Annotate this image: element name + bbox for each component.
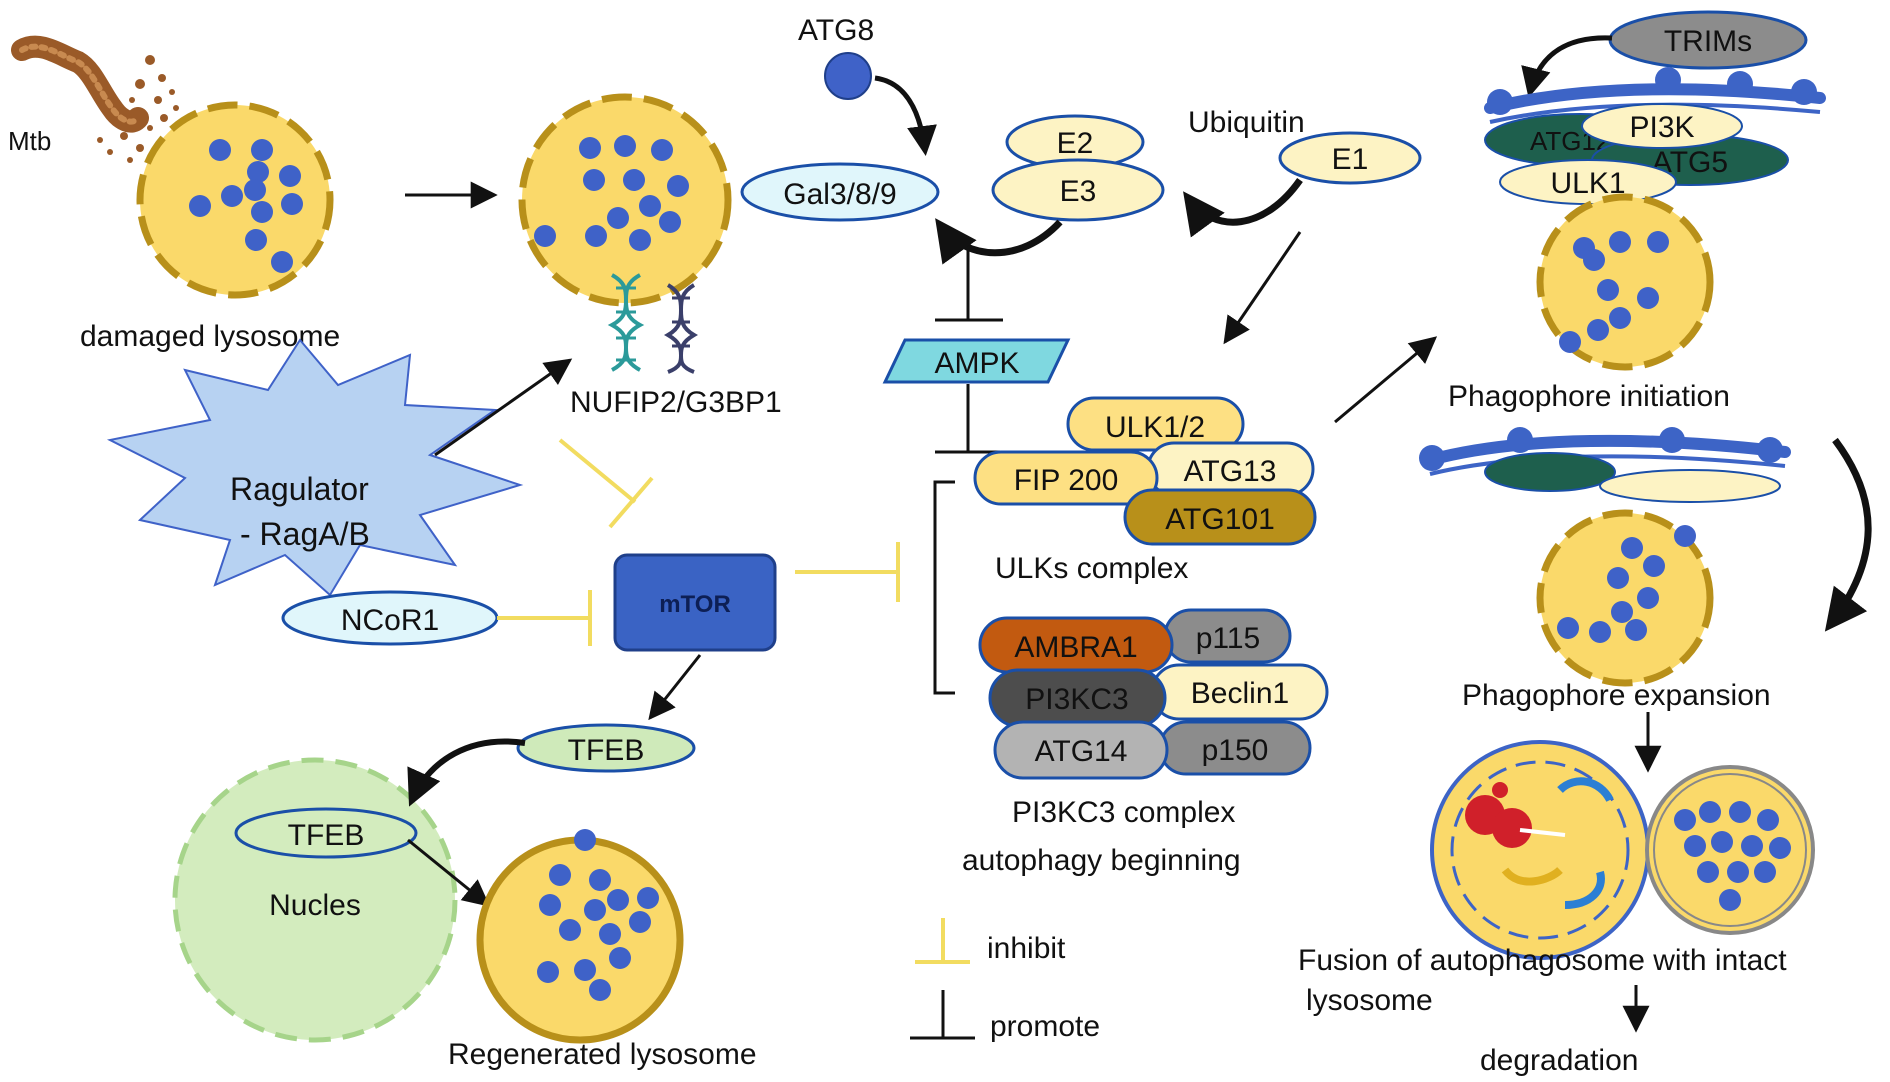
arrow-ulk-to-phagophore bbox=[1334, 336, 1438, 424]
ampk-label: AMPK bbox=[934, 347, 1019, 380]
nufip2-label: NUFIP2/G3BP1 bbox=[570, 386, 782, 419]
arrow-ragulator-to-nufip2 bbox=[434, 358, 573, 457]
atg101-node bbox=[1123, 488, 1317, 546]
tfeb-nucleus-label: TFEB bbox=[288, 819, 365, 852]
promote-gal-ampk bbox=[935, 250, 1003, 322]
ncor1-label: NCoR1 bbox=[341, 604, 439, 637]
gal-label: Gal3/8/9 bbox=[783, 178, 896, 211]
pi3kc3-complex-label: PI3KC3 complex bbox=[1012, 796, 1235, 829]
legend-promote-symbol bbox=[910, 990, 975, 1040]
phagophore-expansion-label: Phagophore expansion bbox=[1462, 679, 1771, 712]
regenerated-lysosome-label: Regenerated lysosome bbox=[448, 1038, 757, 1071]
arrow-e3-to-gal bbox=[935, 218, 1063, 265]
phagophore-initiation-lysosome bbox=[1536, 193, 1714, 371]
p150-label: p150 bbox=[1202, 734, 1269, 767]
arrow-tfeb-to-lysosome bbox=[407, 838, 491, 907]
dna-icon bbox=[607, 273, 698, 374]
p115-label: p115 bbox=[1196, 622, 1261, 655]
tfeb-node bbox=[516, 723, 696, 773]
intact-lysosome bbox=[1645, 765, 1815, 935]
legend-inhibit-label: inhibit bbox=[987, 932, 1066, 965]
pi3k-label: PI3K bbox=[1629, 111, 1694, 144]
beclin1-label: Beclin1 bbox=[1191, 677, 1289, 710]
inhibit-nufip2-mtor bbox=[558, 438, 654, 529]
atg8-label: ATG8 bbox=[798, 14, 874, 47]
phagophore-initiation-label: Phagophore initiation bbox=[1448, 380, 1730, 413]
ragulator-burst bbox=[106, 338, 524, 597]
legend-inhibit-symbol bbox=[915, 918, 970, 964]
atg8-node bbox=[824, 52, 872, 100]
ampk-node bbox=[882, 338, 1071, 384]
expansion-cream-protein bbox=[1599, 469, 1781, 503]
ragulator-label-line1: Ragulator bbox=[230, 471, 369, 507]
inhibit-ncor1-mtor bbox=[497, 590, 592, 646]
mtb-label: Mtb bbox=[8, 126, 51, 156]
fusion-label-line1: Fusion of autophagosome with intact bbox=[1298, 944, 1787, 977]
mtor-label: mTOR bbox=[659, 591, 731, 618]
pi3kc3-label: PI3KC3 bbox=[1025, 683, 1128, 716]
regenerated-lysosome bbox=[476, 829, 684, 1044]
mtor-node bbox=[613, 553, 777, 652]
lysosome-with-nufip2 bbox=[518, 93, 732, 307]
atg14-node bbox=[993, 720, 1169, 780]
trims-label: TRIMs bbox=[1664, 25, 1752, 58]
damaged-lysosome bbox=[136, 101, 334, 299]
complex-bracket bbox=[933, 480, 955, 695]
ulks-complex-label: ULKs complex bbox=[995, 552, 1188, 585]
e3-node bbox=[991, 158, 1165, 222]
arrow-trims-to-membrane bbox=[1521, 35, 1613, 98]
e1-node bbox=[1278, 131, 1422, 185]
fusion-label-line2: lysosome bbox=[1306, 984, 1433, 1017]
arrow-ubiquitin-to-ulk bbox=[1223, 231, 1302, 345]
arrow-atg8-to-gal bbox=[874, 75, 937, 156]
nucles-label: Nucles bbox=[269, 889, 361, 922]
expansion-green-protein bbox=[1484, 452, 1616, 492]
ragulator-label-line2: - RagA/B bbox=[240, 516, 370, 552]
autophagy-beginning-label: autophagy beginning bbox=[962, 844, 1241, 877]
phagophore-expansion-lysosome bbox=[1536, 509, 1714, 687]
ubiquitin-label: Ubiquitin bbox=[1188, 106, 1305, 139]
fip200-label: FIP 200 bbox=[1014, 464, 1119, 497]
atg101-label: ATG101 bbox=[1165, 503, 1275, 536]
gal-node bbox=[740, 162, 940, 222]
arrow-e1-to-e3 bbox=[1183, 177, 1303, 238]
e2-label: E2 bbox=[1057, 127, 1094, 160]
autophagosome bbox=[1430, 740, 1650, 960]
degradation-label: degradation bbox=[1480, 1044, 1638, 1077]
arrow-tfeb-to-nucleus bbox=[407, 738, 526, 807]
ulk12-label: ULK1/2 bbox=[1105, 411, 1205, 444]
promote-ampk-ulk bbox=[935, 384, 1000, 454]
pi3k-node bbox=[1581, 103, 1743, 149]
arrow-initiation-to-expansion bbox=[1824, 437, 1872, 632]
e3-label: E3 bbox=[1060, 175, 1097, 208]
fip200-node bbox=[973, 450, 1159, 506]
tfeb-nucleus-node bbox=[234, 807, 418, 859]
inhibit-mtor-ulk bbox=[795, 542, 900, 602]
tfeb-label: TFEB bbox=[568, 734, 645, 767]
e1-label: E1 bbox=[1332, 143, 1369, 176]
legend-promote-label: promote bbox=[990, 1010, 1100, 1043]
mtb-bacterium-icon bbox=[11, 35, 179, 163]
ambra1-label: AMBRA1 bbox=[1014, 631, 1137, 664]
atg14-label: ATG14 bbox=[1035, 735, 1128, 768]
arrow-mtor-to-tfeb bbox=[648, 654, 702, 721]
atg13-label: ATG13 bbox=[1184, 455, 1277, 488]
